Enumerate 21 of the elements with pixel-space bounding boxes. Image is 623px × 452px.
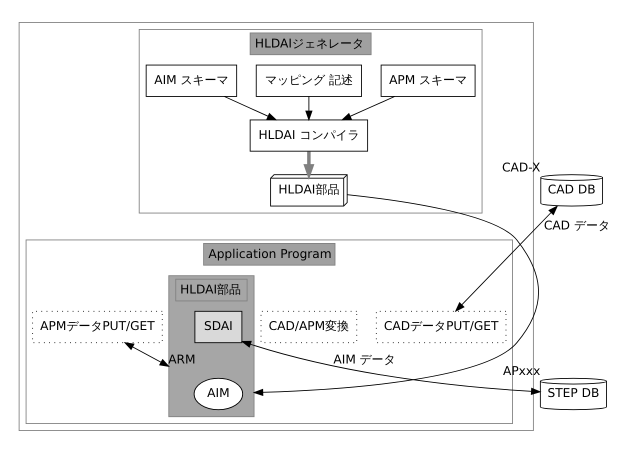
- node-box: AIM スキーマ: [146, 64, 238, 96]
- node-box: APMデータPUT/GET: [32, 310, 163, 343]
- node-label: CAD-X: [502, 160, 540, 174]
- edge-label: AIM データ: [333, 352, 396, 366]
- node-box: APM スキーマ: [380, 64, 476, 96]
- arrow: [305, 96, 313, 121]
- arrow: [252, 194, 539, 396]
- node-box: CAD/APM変換: [260, 310, 358, 343]
- arrow: [303, 151, 314, 180]
- arrow: [240, 340, 542, 394]
- arrow: [124, 342, 170, 366]
- arrow: [340, 96, 395, 120]
- edge-label: CAD データ: [544, 218, 610, 232]
- edge-label: ARM: [168, 352, 196, 366]
- arrow: [454, 204, 558, 312]
- node-ellipse: AIM: [194, 377, 244, 410]
- node-box: マッピング 記述: [256, 64, 362, 96]
- node-box: SDAI: [194, 310, 242, 343]
- node-box: HLDAI コンパイラ: [250, 118, 368, 152]
- node-box: CADデータPUT/GET: [376, 310, 506, 343]
- arrow: [224, 96, 278, 120]
